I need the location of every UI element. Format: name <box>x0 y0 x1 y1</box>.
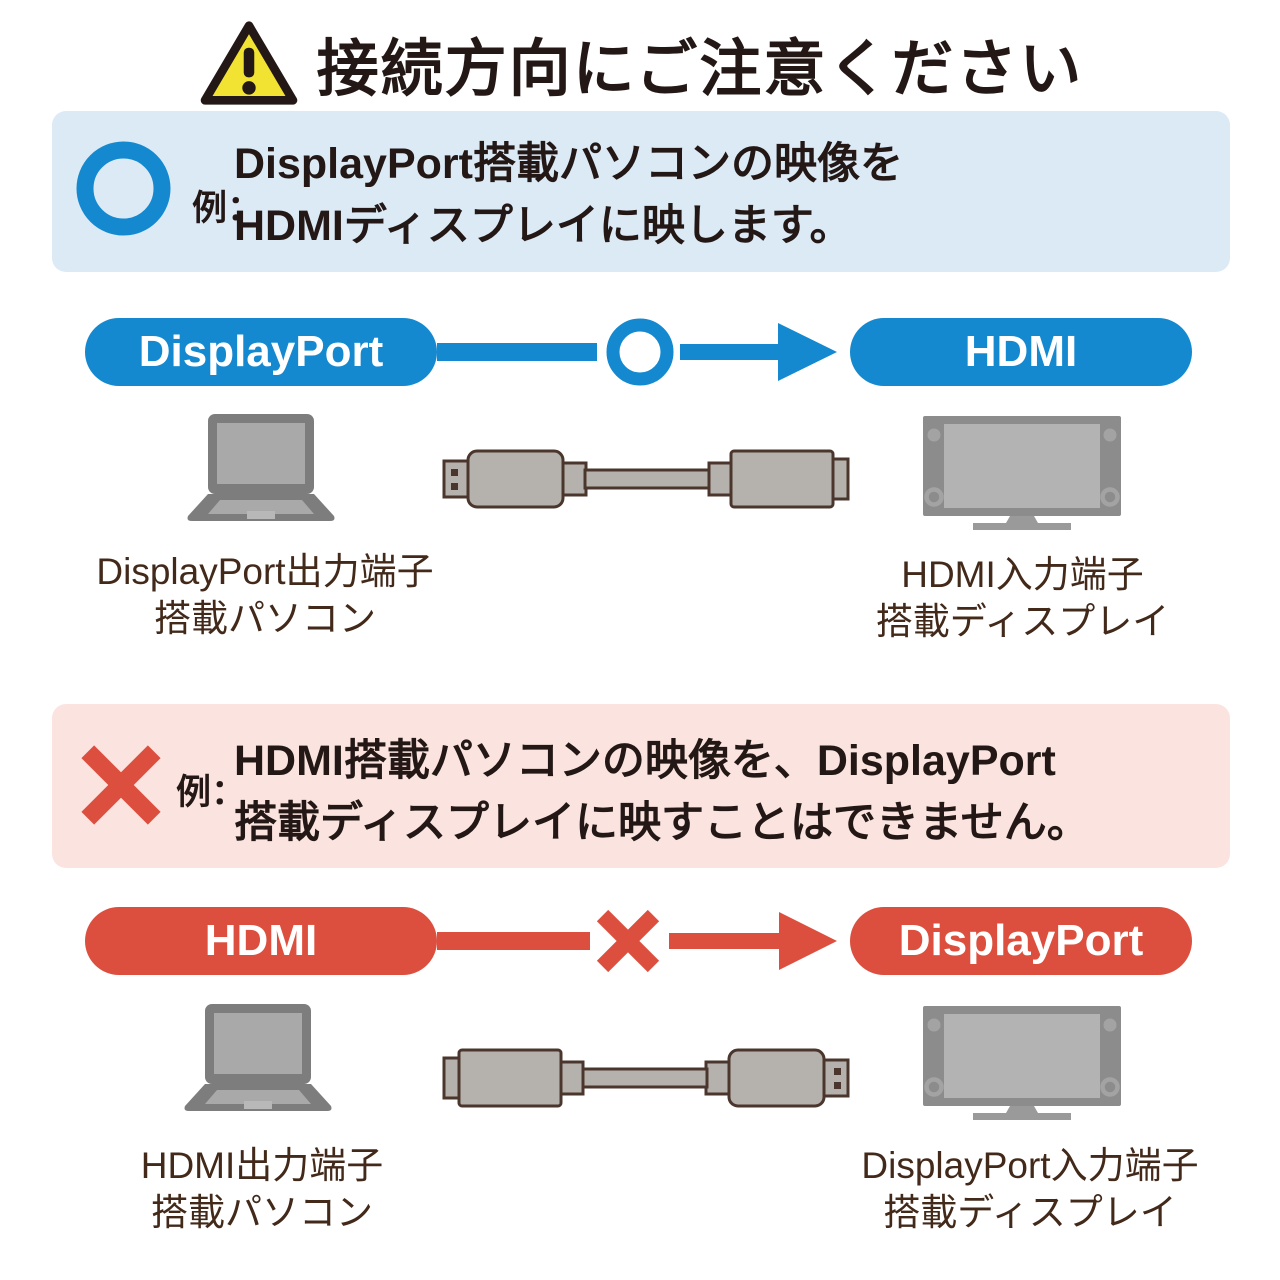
good-target-device-label-line2: 搭載ディスプレイ <box>875 601 1170 642</box>
warning-triangle-icon <box>200 21 297 105</box>
bad-target-device-label-line1: DisplayPort入力端子 <box>861 1145 1199 1186</box>
page-title: 接続方向にご注意ください <box>316 35 1084 104</box>
good-source-device-label: DisplayPort出力端子 搭載パソコン <box>85 548 445 642</box>
laptop-icon <box>187 414 335 521</box>
good-source-device-label-line2: 搭載パソコン <box>154 598 376 639</box>
good-example-label: 例： <box>192 189 263 228</box>
monitor-icon <box>923 416 1121 530</box>
good-target-pill: HDMI <box>850 318 1192 386</box>
bad-example-text: HDMI搭載パソコンの映像を、DisplayPort 搭載ディスプレイに映すこと… <box>234 730 1090 854</box>
good-example-text-line2: HDMIディスプレイに映します。 <box>234 202 853 250</box>
monitor-icon <box>923 1006 1121 1120</box>
bad-flow-row: HDMI DisplayPort <box>0 907 1280 975</box>
hdmi-to-dp-cable-icon <box>442 1048 850 1108</box>
bad-example-text-line1: HDMI搭載パソコンの映像を、DisplayPort <box>234 737 1056 785</box>
good-example-box: 例： DisplayPort搭載パソコンの映像を HDMIディスプレイに映します… <box>52 111 1230 272</box>
bad-source-device-label-line2: 搭載パソコン <box>151 1192 373 1233</box>
header: 接続方向にご注意ください <box>0 18 1280 108</box>
bad-source-device-label-line1: HDMI出力端子 <box>140 1145 384 1186</box>
dp-to-hdmi-cable-icon <box>442 449 850 509</box>
bad-source-pill: HDMI <box>85 907 437 975</box>
bad-example-box: 例： HDMI搭載パソコンの映像を、DisplayPort 搭載ディスプレイに映… <box>52 704 1230 868</box>
good-source-pill: DisplayPort <box>85 318 437 386</box>
good-target-device-label: HDMI入力端子 搭載ディスプレイ <box>840 551 1205 645</box>
bad-target-device-label: DisplayPort入力端子 搭載ディスプレイ <box>845 1142 1215 1236</box>
ok-circle-icon <box>76 141 171 236</box>
bad-example-text-line2: 搭載ディスプレイに映すことはできません。 <box>234 799 1090 847</box>
ng-cross-icon <box>81 745 161 825</box>
good-flow-row: DisplayPort HDMI <box>0 318 1280 386</box>
bad-example-label: 例： <box>176 773 247 812</box>
good-example-text-line1: DisplayPort搭載パソコンの映像を <box>234 140 903 188</box>
good-flow-arrow-icon <box>437 318 837 386</box>
bad-target-device-label-line2: 搭載ディスプレイ <box>883 1192 1177 1233</box>
good-example-text: DisplayPort搭載パソコンの映像を HDMIディスプレイに映します。 <box>234 133 903 257</box>
bad-target-pill: DisplayPort <box>850 907 1192 975</box>
bad-source-device-label: HDMI出力端子 搭載パソコン <box>82 1142 442 1236</box>
good-source-device-label-line1: DisplayPort出力端子 <box>96 551 434 592</box>
bad-flow-arrow-icon <box>437 909 837 973</box>
good-target-device-label-line1: HDMI入力端子 <box>901 554 1144 595</box>
laptop-icon <box>184 1004 332 1111</box>
